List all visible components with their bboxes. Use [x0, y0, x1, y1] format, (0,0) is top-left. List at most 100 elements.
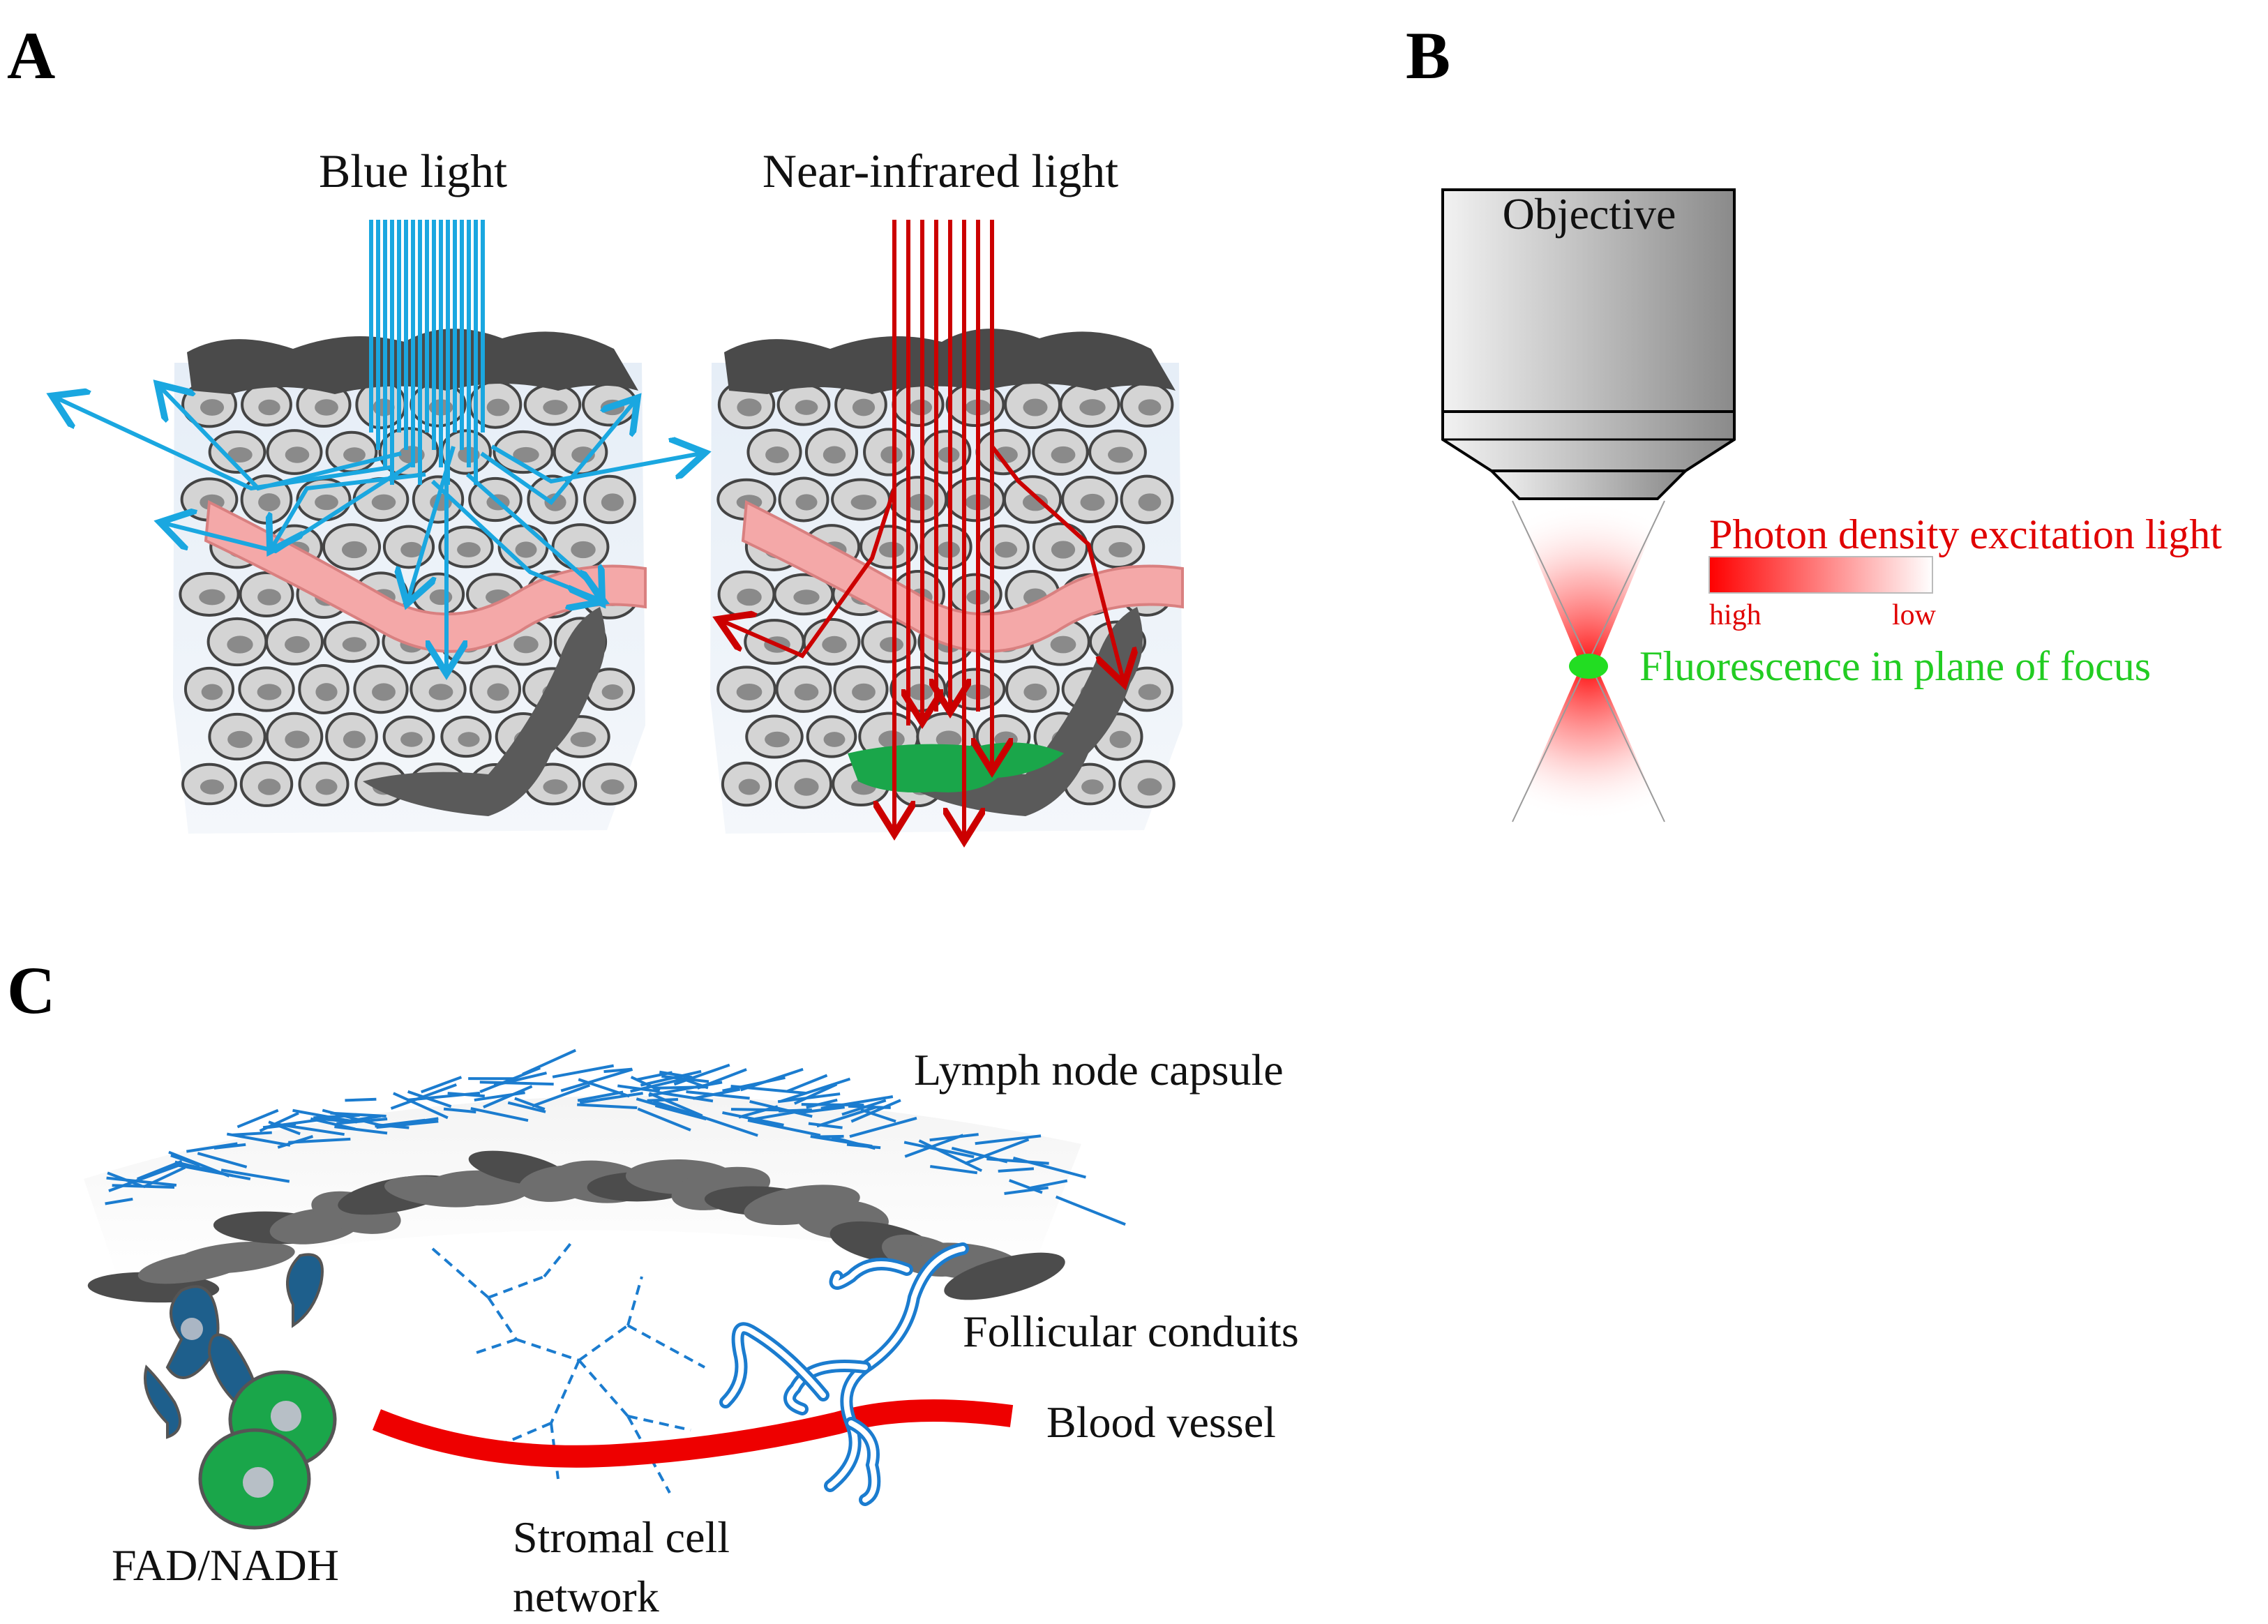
cell-nucleus	[487, 683, 509, 701]
conduits-label: Follicular conduits	[963, 1307, 1299, 1356]
density-high-label: high	[1709, 599, 1762, 631]
stromal-fiber	[627, 1324, 705, 1369]
cell-nucleus	[513, 446, 539, 463]
cell-nucleus	[486, 398, 510, 416]
cell	[523, 383, 582, 426]
collagen-fiber	[483, 1085, 533, 1108]
cell	[745, 714, 804, 759]
collagen-fiber	[317, 1117, 347, 1123]
collagen-fiber	[659, 1070, 693, 1079]
cell	[859, 525, 918, 569]
cell	[945, 668, 1006, 711]
collagen-fiber	[661, 1074, 709, 1083]
cell	[804, 428, 859, 476]
collagen-fiber	[514, 1097, 546, 1111]
stromal-fiber	[502, 1422, 552, 1445]
cell	[410, 666, 467, 712]
stromal-fiber	[474, 1338, 517, 1355]
cell-nucleus	[457, 542, 481, 557]
cell	[1032, 428, 1089, 476]
stromal-fiber	[431, 1247, 490, 1299]
cell	[975, 428, 1031, 476]
blood-vessel	[372, 1399, 1014, 1468]
panel-b-letter: B	[1406, 18, 1450, 93]
scattered-blue-ray	[490, 446, 701, 484]
cell-nucleus	[543, 400, 568, 415]
cell-nucleus	[429, 589, 453, 606]
cell-nucleus	[543, 779, 568, 795]
cell-nucleus	[1022, 493, 1049, 511]
cell-nucleus	[1109, 730, 1132, 749]
cell-nucleus	[878, 730, 905, 749]
cell-nucleus	[428, 684, 453, 700]
vessel-layer	[741, 499, 1184, 653]
cell-nucleus	[400, 732, 423, 747]
fluorescence-label: Fluorescence in plane of focus	[1639, 643, 2151, 689]
cell-nucleus	[794, 778, 819, 796]
cell	[582, 382, 638, 427]
collagen-fiber	[507, 1101, 546, 1113]
cell-nucleus	[601, 779, 624, 795]
fad-nadh-label: FAD/NADH	[112, 1540, 339, 1590]
cell	[265, 712, 324, 762]
collagen-fiber	[904, 1134, 964, 1158]
capsule-stromal-cell	[174, 1241, 295, 1274]
tissue-block-nir	[710, 220, 1184, 837]
stromal-label-line1: Stromal cell	[513, 1512, 730, 1562]
collagen-fiber	[268, 1120, 301, 1136]
cell-nucleus	[285, 636, 310, 654]
cell-nucleus	[200, 779, 225, 795]
cell-nucleus	[257, 684, 282, 700]
cell	[716, 666, 776, 713]
panel-c: C Lymph node	[7, 953, 1299, 1621]
cell-nucleus	[601, 684, 624, 700]
cell-nucleus	[371, 494, 396, 511]
collagen-fiber	[170, 1154, 201, 1167]
blue-light-title: Blue light	[319, 144, 507, 197]
cell	[1120, 382, 1174, 428]
cell-nucleus	[1080, 493, 1105, 511]
cell-nucleus	[458, 732, 480, 747]
cell	[721, 761, 772, 807]
photon-density-label: Photon density excitation light	[1709, 511, 2222, 557]
cell-nucleus	[765, 446, 789, 463]
collagen-fiber	[1004, 1186, 1049, 1195]
collagen-fiber	[447, 1092, 485, 1098]
cell	[440, 715, 492, 758]
collagen-fiber	[998, 1167, 1035, 1173]
focus-spot	[1569, 654, 1608, 679]
collagen-fiber	[693, 1088, 741, 1100]
collagen-fiber	[560, 1068, 633, 1092]
stromal-fiber	[543, 1240, 573, 1278]
collagen-fiber	[1009, 1179, 1043, 1194]
capsule-stromal-cells	[87, 1150, 1065, 1303]
collagen-fiber	[975, 1134, 1042, 1145]
cell	[1061, 475, 1118, 524]
collagen-fiber	[810, 1135, 873, 1148]
cell-nucleus	[571, 541, 596, 559]
density-low-label: low	[1892, 599, 1937, 631]
collagen-fiber	[322, 1108, 384, 1128]
cell-nucleus	[793, 589, 820, 605]
collagen-fiber	[136, 1159, 183, 1180]
collagen-fiber	[722, 1076, 786, 1092]
panel-c-letter: C	[7, 953, 55, 1028]
capsule-label: Lymph node capsule	[914, 1045, 1284, 1095]
collagen-fiber	[820, 1095, 894, 1110]
collagen-fiber	[443, 1107, 476, 1114]
collagen-fiber	[929, 1133, 979, 1142]
cell	[1032, 522, 1089, 572]
scattered-blue-ray	[430, 479, 600, 600]
cell	[1090, 525, 1146, 569]
collagen-fiber	[220, 1168, 290, 1183]
scattered-blue-ray	[480, 401, 635, 506]
collagen-fiber	[730, 1085, 806, 1095]
collagen-fiber	[964, 1138, 1030, 1165]
collagen-fiber	[236, 1108, 279, 1129]
collagen-fiber	[577, 1103, 638, 1109]
collagen-fiber	[850, 1099, 901, 1123]
panel-a: A Blue light Near-infrared light	[7, 18, 1184, 837]
collagen-fiber	[730, 1108, 782, 1112]
cell-nucleus	[515, 541, 537, 558]
